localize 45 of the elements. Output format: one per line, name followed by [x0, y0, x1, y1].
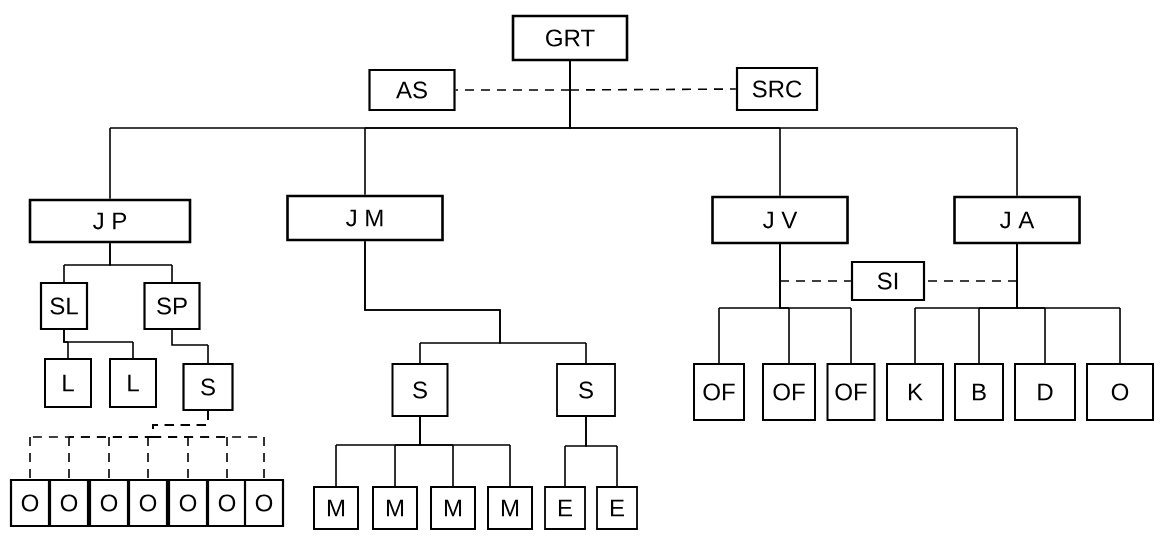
connector-line [419, 416, 511, 487]
org-box: J A [953, 195, 1081, 245]
org-box: OF [826, 363, 876, 421]
org-box: S [182, 362, 234, 412]
org-box: SRC [735, 66, 819, 112]
connector-line [569, 60, 1018, 197]
org-box: M [430, 486, 476, 530]
org-box: SI [850, 260, 926, 302]
connector-line [585, 416, 618, 487]
org-box: SL [39, 281, 89, 331]
org-box: J V [711, 195, 849, 245]
org-box: S [391, 363, 449, 417]
org-box: OF [693, 363, 745, 421]
org-box: S [556, 363, 616, 417]
org-box: J P [28, 198, 192, 244]
org-box: O [1086, 363, 1154, 421]
org-box: GRT [511, 14, 629, 62]
org-box: E [544, 486, 586, 530]
org-box: M [487, 486, 533, 530]
org-box: AS [368, 68, 456, 112]
org-box: O [9, 478, 51, 528]
connector-line [109, 242, 173, 283]
org-box: M [313, 486, 359, 530]
connector-line [171, 329, 209, 364]
org-box: B [954, 363, 1004, 421]
org-box: O [88, 478, 130, 528]
org-box: K [886, 363, 944, 421]
connector-line [63, 329, 134, 359]
org-box: O [127, 478, 169, 528]
connector-line [1016, 243, 1121, 364]
org-box: E [596, 486, 638, 530]
connector-line [364, 240, 587, 364]
org-box: O [243, 478, 285, 528]
connector-line [779, 243, 852, 364]
org-box: L [109, 358, 157, 408]
org-box: O [206, 478, 248, 528]
connector-line [152, 410, 265, 480]
org-box: OF [762, 363, 816, 421]
org-box: J M [286, 194, 444, 242]
org-box: O [167, 478, 209, 528]
org-box: L [44, 358, 92, 408]
org-box: SP [143, 281, 201, 331]
org-box: O [48, 478, 90, 528]
org-box: M [372, 486, 418, 530]
org-box: D [1014, 363, 1076, 421]
